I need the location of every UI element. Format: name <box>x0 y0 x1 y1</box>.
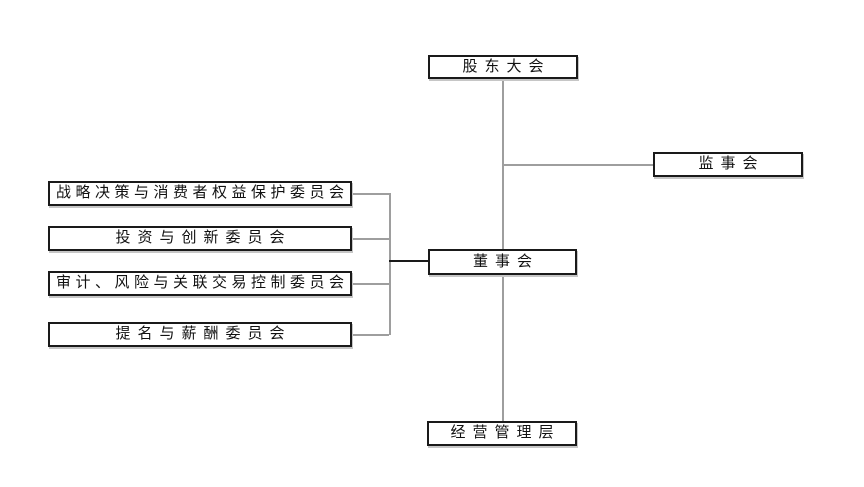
connector-committee-bus <box>389 193 391 335</box>
connector-supervisory-branch <box>503 164 653 166</box>
node-committee-investment-innovation: 投资与创新委员会 <box>48 226 352 251</box>
node-committee-strategy-consumer-protection: 战略决策与消费者权益保护委员会 <box>48 181 352 206</box>
connector-committee-stub-2 <box>352 238 389 240</box>
connector-committee-stub-1 <box>352 193 389 195</box>
connector-bus-to-board <box>389 260 428 262</box>
node-supervisory-board: 监事会 <box>653 152 803 177</box>
node-board-of-directors: 董事会 <box>428 249 577 275</box>
connector-committee-stub-4 <box>352 334 389 336</box>
node-committee-nomination-remuneration: 提名与薪酬委员会 <box>48 322 352 347</box>
connector-shareholders-to-board <box>502 79 504 249</box>
connector-board-to-management <box>502 275 504 421</box>
connector-committee-stub-3 <box>352 283 389 285</box>
node-management-team: 经营管理层 <box>427 421 577 446</box>
node-shareholders-meeting: 股东大会 <box>428 55 578 79</box>
node-committee-audit-risk-related-transactions: 审计、风险与关联交易控制委员会 <box>48 271 352 296</box>
